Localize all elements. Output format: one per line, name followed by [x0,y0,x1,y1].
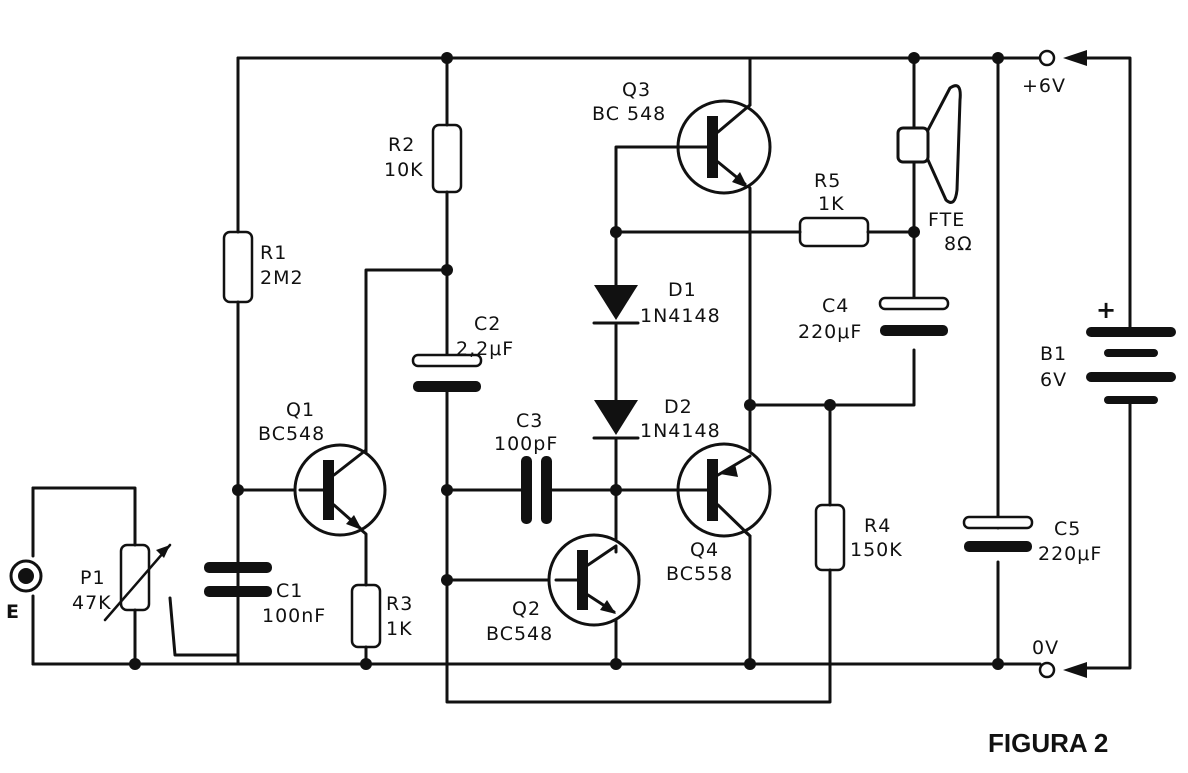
junction-dots [129,52,1004,670]
label-c2-value: 2,2μF [456,338,514,360]
label-c4-value: 220μF [798,321,862,343]
label-r5-ref: R5 [814,170,841,192]
label-ground: 0V [1032,637,1059,659]
component-labels: R1 2M2 R2 10K R3 1K R4 150K R5 1K P1 47K… [6,75,1117,758]
label-d2-value: 1N4148 [640,420,721,442]
label-c5-value: 220μF [1038,543,1102,565]
label-r4-value: 150K [850,539,903,561]
label-c1-value: 100nF [262,605,326,627]
diode-d2 [592,400,640,440]
label-d1-value: 1N4148 [640,305,721,327]
transistor-q4 [676,442,772,538]
label-c5-ref: C5 [1054,518,1081,540]
transistor-q3 [676,99,772,195]
label-r5-value: 1K [818,193,845,215]
label-d1-ref: D1 [668,279,697,301]
label-c4-ref: C4 [822,295,849,317]
ground-terminal [1038,661,1056,679]
label-input: E [6,601,20,623]
label-b1-ref: B1 [1040,343,1067,365]
capacitor-c1 [204,562,272,597]
resistor-r2 [431,123,463,194]
label-fte-value: 8Ω [944,233,973,255]
label-p1-ref: P1 [80,567,106,589]
pot-arrow-icon [156,545,170,558]
label-b1-value: 6V [1040,369,1067,391]
capacitor-c3 [521,456,552,524]
label-positive-supply: +6V [1022,75,1066,97]
capacitor-c4 [878,296,950,336]
label-c1-ref: C1 [276,580,303,602]
label-r4-ref: R4 [864,515,891,537]
label-q1-value: BC548 [258,423,325,445]
input-jack [9,559,43,593]
label-r1-ref: R1 [260,242,287,264]
label-r2-ref: R2 [388,134,415,156]
label-b1-polarity: + [1096,296,1117,324]
transistor-q1 [293,443,387,537]
label-r2-value: 10K [384,159,424,181]
diode-d1 [592,285,640,325]
supply-terminals [1038,49,1087,679]
label-q3-ref: Q3 [622,79,651,101]
label-r3-ref: R3 [386,593,413,615]
label-d2-ref: D2 [664,396,693,418]
capacitor-c2 [411,353,483,392]
figure-title: FIGURA 2 [988,728,1108,758]
transistor-q2 [547,533,641,627]
label-c2-ref: C2 [474,313,501,335]
resistor-r3 [350,583,382,649]
resistor-r4 [814,503,846,572]
resistor-r5 [798,216,870,248]
ground-arrow-icon [1063,662,1087,678]
label-p1-value: 47K [72,592,112,614]
label-r1-value: 2M2 [260,267,304,289]
battery-b1 [1086,327,1176,404]
label-q3-value: BC 548 [592,103,666,125]
potentiometer-p1 [103,543,172,622]
label-c3-value: 100pF [494,433,558,455]
label-c3-ref: C3 [516,410,543,432]
positive-terminal [1038,49,1056,67]
label-q2-value: BC548 [486,623,553,645]
label-r3-value: 1K [386,618,413,640]
label-q2-ref: Q2 [512,598,541,620]
positive-arrow-icon [1063,50,1087,66]
capacitor-c5 [962,515,1034,552]
label-q4-value: BC558 [666,563,733,585]
label-fte-ref: FTE [928,209,965,231]
speaker-fte [896,84,962,204]
resistor-r1 [222,230,254,304]
label-q4-ref: Q4 [690,539,719,561]
label-q1-ref: Q1 [286,399,315,421]
